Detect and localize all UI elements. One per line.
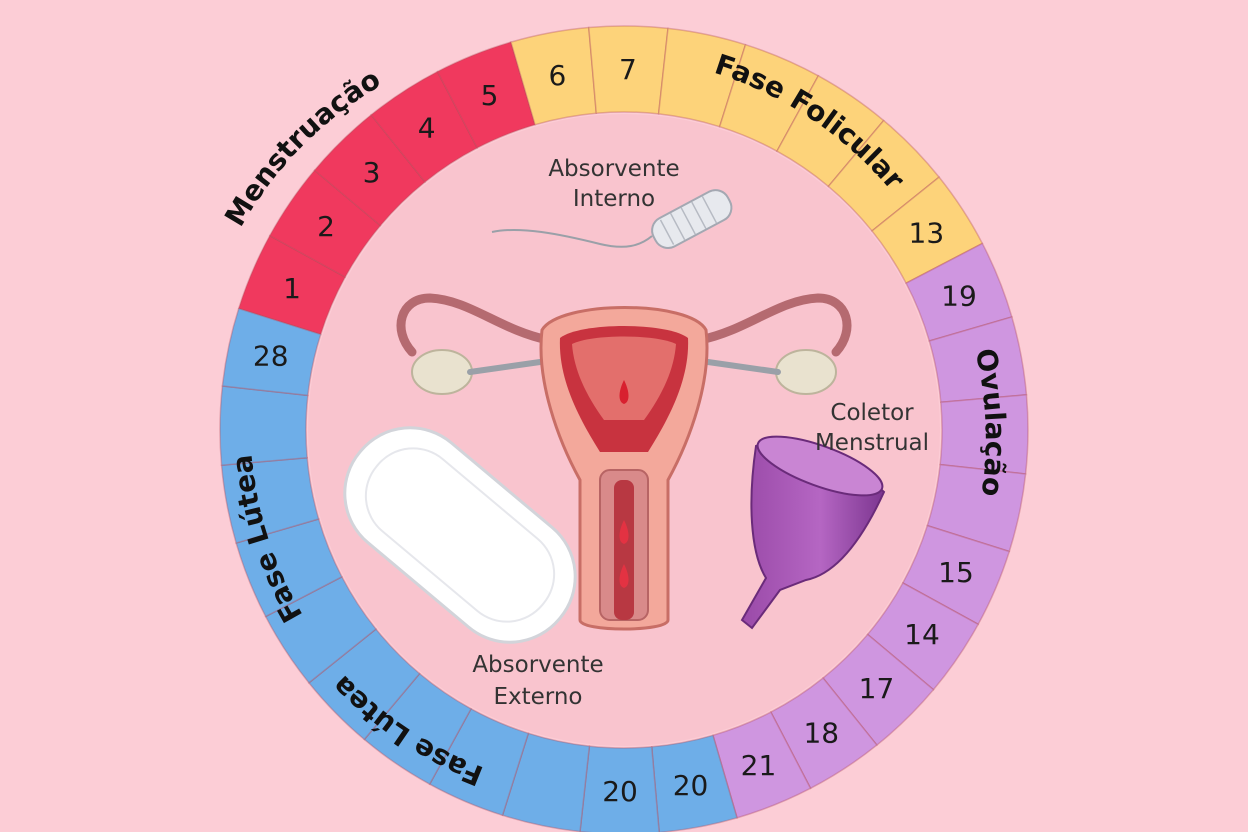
uterus-icon (396, 293, 852, 631)
ring-segments (219, 25, 1029, 832)
pad-label-line1: Absorvente (472, 652, 603, 678)
ring-day-label: 3 (363, 156, 381, 189)
ring-segment-13 (905, 242, 1013, 342)
ring-segment-28 (264, 575, 378, 684)
ring-day-label: 28 (253, 340, 289, 373)
ring-segment-24 (501, 732, 591, 832)
ring-segment-30 (220, 456, 320, 544)
ring-day-label: 14 (904, 618, 940, 651)
ring-segment-27 (307, 627, 421, 741)
pad-icon (343, 426, 577, 644)
ring-day-label: 15 (938, 556, 974, 589)
ring-segment-2 (268, 169, 382, 279)
tampon-icon (491, 189, 733, 249)
ring-day-label: 4 (418, 112, 436, 145)
ring-segment-22 (650, 734, 738, 832)
tampon-label-line1: Absorvente (548, 156, 679, 182)
ring-segment-5 (436, 41, 536, 149)
ring-day-labels: 123 4 5 6 7 13 19 15 14 17 18 21 20 20 28 (253, 53, 977, 808)
ring-segment-12 (870, 176, 984, 285)
ring-segment-10 (775, 74, 885, 188)
ring-segment-29 (235, 518, 343, 618)
ring-day-label: 7 (619, 53, 637, 86)
ring-day-label: 17 (859, 672, 895, 705)
ring-segment-26 (363, 672, 473, 786)
ring-day-label: 5 (481, 79, 499, 112)
cup-label-line1: Coletor (830, 400, 914, 426)
ring-segment-3 (313, 113, 427, 227)
ring-segment-14 (928, 316, 1028, 404)
ring-segment-16 (926, 463, 1027, 553)
ring-day-label: 1 (283, 272, 301, 305)
ring-segment-4 (370, 70, 479, 184)
ring-segment-32 (221, 307, 322, 397)
ring-day-label: 19 (941, 279, 977, 312)
ring-day-label: 13 (909, 217, 945, 250)
ring-segment-25 (428, 707, 530, 817)
ring-segment-21 (712, 711, 812, 819)
ring-day-label: 21 (741, 749, 777, 782)
ring-day-label: 6 (549, 59, 567, 92)
ring-segment-1 (237, 234, 347, 336)
pad-label-line2: Externo (493, 684, 582, 710)
ring-segment-8 (657, 27, 747, 128)
ring-segment-9 (718, 43, 820, 153)
menstrual-cup-icon (740, 435, 886, 630)
ring-day-label: 20 (673, 769, 709, 802)
ring-segment-19 (821, 633, 935, 747)
tampon-label-line2: Interno (573, 186, 655, 212)
ring-segment-31 (219, 385, 309, 467)
ring-day-label: 20 (602, 775, 638, 808)
ring-segment-17 (901, 524, 1011, 626)
ring-day-label: 18 (803, 716, 839, 749)
ring-segment-6 (510, 26, 598, 126)
cup-label-line2: Menstrual (815, 430, 929, 456)
ring-segment-20 (769, 676, 878, 790)
ring-day-label: 2 (317, 210, 335, 243)
ring-segment-18 (866, 581, 980, 691)
ring-segment-11 (827, 119, 941, 233)
